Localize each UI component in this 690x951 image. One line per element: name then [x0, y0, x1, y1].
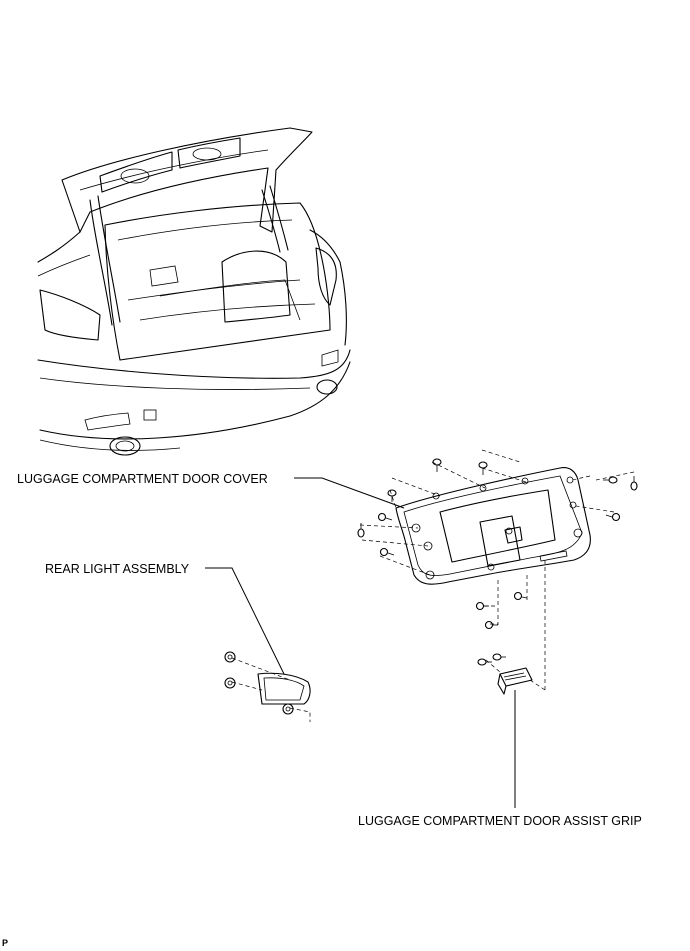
screw-icon [603, 476, 618, 484]
screw-icon [630, 476, 638, 491]
screw-icon [432, 458, 442, 472]
clip-icon [475, 601, 489, 611]
rear-light-leader [205, 567, 285, 675]
screw-icon [357, 523, 365, 538]
label-rear-light: REAR LIGHT ASSEMBLY [45, 562, 190, 576]
door-cover-panel [395, 467, 591, 585]
assist-grip-part [477, 653, 546, 695]
clip-icon [513, 591, 528, 601]
clip-icon [377, 512, 393, 522]
vehicle-rear-illustration [37, 127, 351, 456]
label-door-cover: LUGGAGE COMPARTMENT DOOR COVER [17, 472, 268, 486]
clip-icon [379, 547, 395, 557]
screw-icon [387, 489, 397, 502]
clip-icon [224, 651, 236, 663]
clip-icon [605, 512, 621, 522]
screw-icon [477, 658, 492, 666]
door-cover-leader [294, 477, 405, 509]
screw-icon [478, 461, 488, 475]
corner-mark: P [2, 938, 8, 948]
panel-fasteners [357, 458, 638, 630]
screw-icon [492, 653, 506, 661]
rear-light-part [224, 651, 311, 722]
label-assist-grip: LUGGAGE COMPARTMENT DOOR ASSIST GRIP [358, 814, 642, 828]
clip-icon [484, 620, 498, 630]
clip-icon [224, 677, 236, 689]
clip-icon [282, 703, 294, 715]
